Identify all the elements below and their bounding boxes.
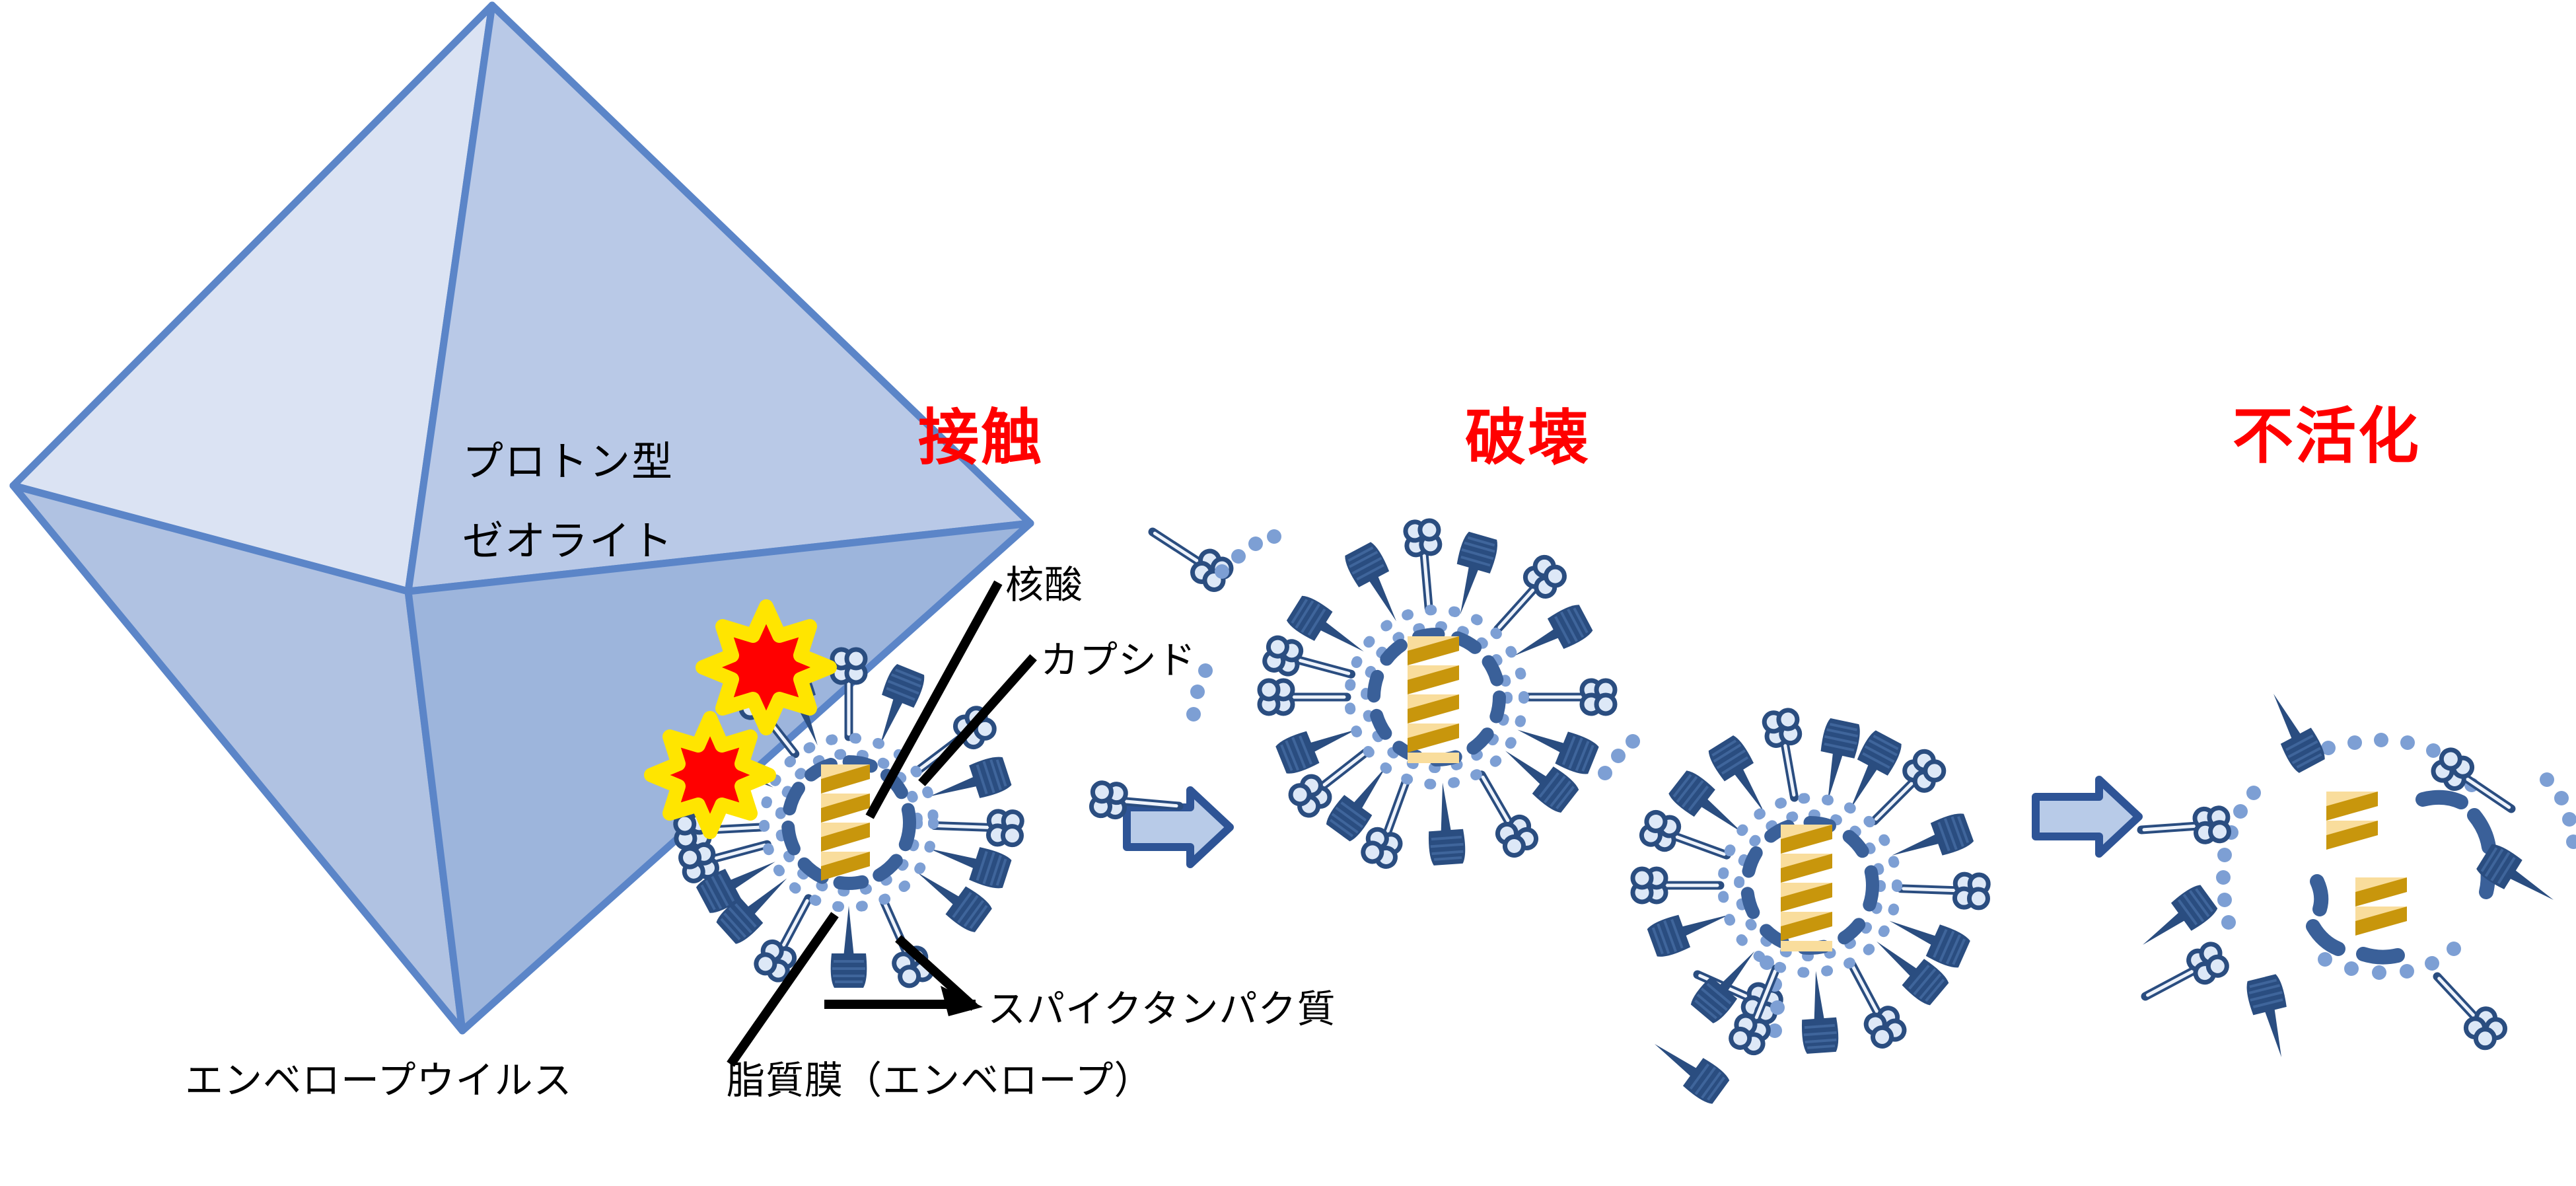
virus-nucleic-acid bbox=[1781, 825, 1832, 951]
star-icon-1 bbox=[696, 599, 837, 735]
callout-lipid-membrane: 脂質膜（エンベロープ） bbox=[727, 1059, 1153, 1102]
membrane-fragments bbox=[1598, 734, 1640, 780]
virus-broken-upper bbox=[1091, 518, 1785, 1107]
virus-broken-lower bbox=[1598, 709, 1989, 1056]
virus-membrane-outer bbox=[759, 733, 939, 912]
process-arrow-1 bbox=[1123, 786, 1234, 868]
stage-label-inactivation: 不活化 bbox=[2233, 403, 2421, 470]
virus-intact bbox=[675, 649, 1022, 988]
leader-envelope bbox=[727, 912, 839, 1067]
callout-envelope-virus: エンベロープウイルス bbox=[185, 1059, 573, 1102]
virus-nucleic-acid bbox=[821, 764, 870, 881]
process-arrow-2 bbox=[2032, 776, 2143, 858]
leader-spike-b bbox=[895, 935, 978, 1011]
leader-spike-arrowhead bbox=[941, 986, 983, 1016]
stage-label-contact: 接触 bbox=[918, 404, 1044, 472]
virus-nucleic-acid bbox=[1408, 636, 1459, 763]
virus-membrane-outer bbox=[1344, 605, 1529, 790]
virus-membrane-inner bbox=[1734, 809, 1886, 961]
callout-spike-protein: スパイクタンパク質 bbox=[987, 988, 1336, 1031]
zeolite-crystal bbox=[9, 1, 1034, 1035]
virus-membrane-outer bbox=[1717, 793, 1902, 978]
zeolite-face-upper-right bbox=[404, 1, 1034, 595]
callout-capsid: カプシド bbox=[1040, 639, 1197, 682]
scattered-membrane bbox=[2216, 733, 2576, 980]
leader-nucleic-acid bbox=[865, 580, 1003, 819]
callout-nucleic-acid: 核酸 bbox=[1005, 564, 1084, 607]
star-icon-2 bbox=[644, 711, 776, 839]
zeolite-label-line1: プロトン型 bbox=[462, 440, 674, 485]
zeolite-label-line2: ゼオライト bbox=[462, 519, 674, 564]
virus-membrane-inner bbox=[1361, 621, 1513, 773]
virus-inactivated bbox=[2132, 685, 2576, 1063]
nucleic-acid-fragment-2 bbox=[2355, 877, 2407, 936]
contact-stars bbox=[644, 599, 837, 839]
virus-membrane-inner bbox=[775, 749, 923, 897]
leader-capsid bbox=[918, 654, 1037, 786]
nucleic-acid-fragment-1 bbox=[2326, 792, 2378, 850]
stage-label-destruction: 破壊 bbox=[1465, 404, 1591, 472]
